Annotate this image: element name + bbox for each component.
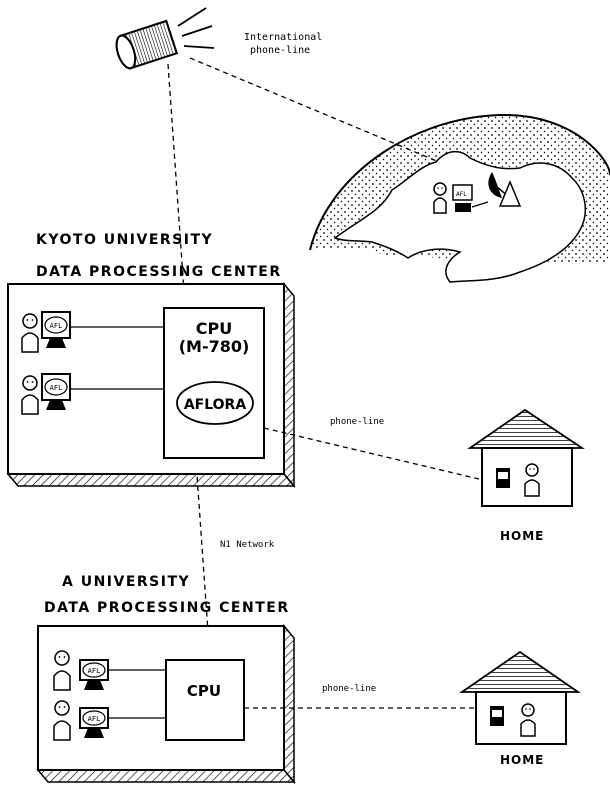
kyoto-terminal-2-icon: AFL bbox=[41, 373, 71, 410]
home-user-icon bbox=[520, 703, 536, 737]
svg-text:AFL: AFL bbox=[88, 715, 101, 723]
kyoto-title-line1: KYOTO UNIVERSITY bbox=[36, 232, 213, 248]
kyoto-user-1-icon bbox=[21, 313, 39, 353]
a-title-line1: A UNIVERSITY bbox=[62, 574, 190, 590]
kyoto-cpu-model: (M-780) bbox=[179, 337, 250, 356]
svg-text:AFL: AFL bbox=[456, 191, 467, 198]
kyoto-terminal-1-icon: AFL bbox=[41, 311, 71, 348]
kyoto-cpu-label: CPU bbox=[196, 319, 232, 338]
a-user-1-icon bbox=[53, 650, 71, 691]
a-cpu-box bbox=[165, 659, 245, 741]
aflora-label: AFLORA bbox=[184, 397, 247, 413]
svg-text:AFL: AFL bbox=[88, 667, 101, 675]
satellite-icon bbox=[115, 19, 179, 70]
lower-phone-line-label: phone-line bbox=[322, 684, 376, 694]
a-cpu-label: CPU bbox=[187, 682, 221, 700]
home-terminal-icon bbox=[490, 706, 504, 726]
upper-home-label: HOME bbox=[500, 529, 544, 543]
a-terminal-2-icon: AFL bbox=[79, 707, 109, 738]
satellite-label-line1: International bbox=[244, 32, 322, 43]
home-user-icon bbox=[524, 463, 540, 497]
upper-phone-line bbox=[263, 427, 501, 485]
a-title-line2: DATA PROCESSING CENTER bbox=[44, 600, 290, 616]
a-user-2-icon bbox=[53, 700, 71, 741]
upper-phone-line-label: phone-line bbox=[330, 417, 384, 427]
globe-terminal-icon: AFL bbox=[452, 184, 489, 212]
satellite-to-globe-link bbox=[189, 57, 507, 191]
globe-user-icon bbox=[433, 182, 447, 214]
lower-home bbox=[459, 650, 581, 745]
home-terminal-icon bbox=[496, 468, 510, 488]
satellite-dish-icon bbox=[488, 172, 522, 207]
continent-outline bbox=[333, 150, 587, 283]
a-center-building bbox=[36, 623, 296, 785]
satellite-label-line2: phone-line bbox=[250, 45, 310, 56]
kyoto-title-line2: DATA PROCESSING CENTER bbox=[36, 264, 282, 280]
aflora-system bbox=[176, 381, 254, 425]
lower-home-label: HOME bbox=[500, 753, 544, 767]
satellite bbox=[115, 7, 215, 70]
svg-text:AFL: AFL bbox=[50, 384, 63, 392]
kyoto-user-2-icon bbox=[21, 375, 39, 415]
globe-outline bbox=[309, 113, 610, 251]
globe: AFL bbox=[309, 113, 610, 283]
upper-home bbox=[467, 408, 585, 507]
svg-text:AFL: AFL bbox=[50, 322, 63, 330]
network-label: N1 Network bbox=[220, 540, 275, 550]
